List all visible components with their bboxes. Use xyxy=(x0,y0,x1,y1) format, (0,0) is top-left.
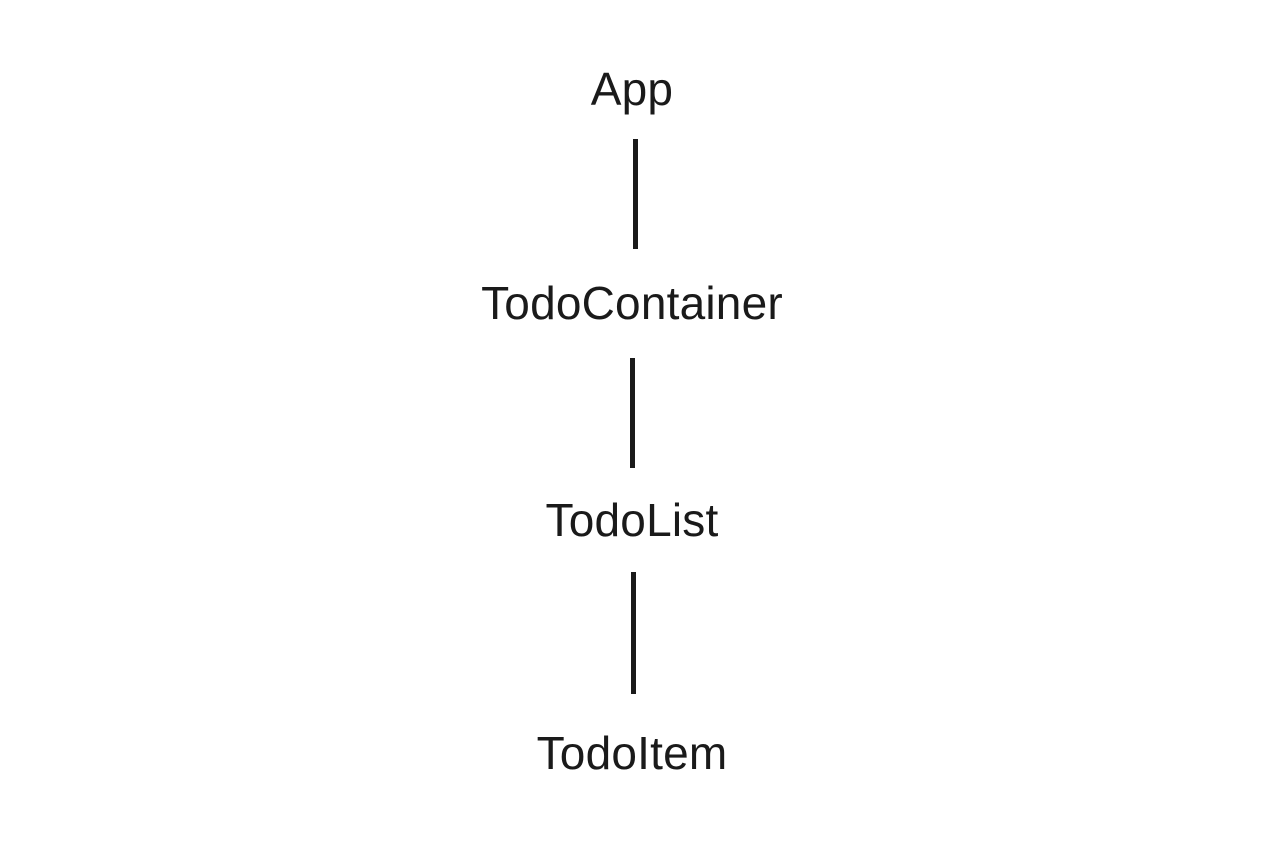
tree-edge-todocontainer-to-todolist xyxy=(630,358,635,468)
tree-node-todocontainer: TodoContainer xyxy=(481,277,783,329)
tree-edge-todolist-to-todoitem xyxy=(630,572,636,694)
tree-node-todolist: TodoList xyxy=(545,494,719,546)
tree-edge-app-to-todocontainer xyxy=(632,139,638,249)
tree-node-app: App xyxy=(590,63,674,115)
tree-node-todoitem: TodoItem xyxy=(536,727,728,779)
